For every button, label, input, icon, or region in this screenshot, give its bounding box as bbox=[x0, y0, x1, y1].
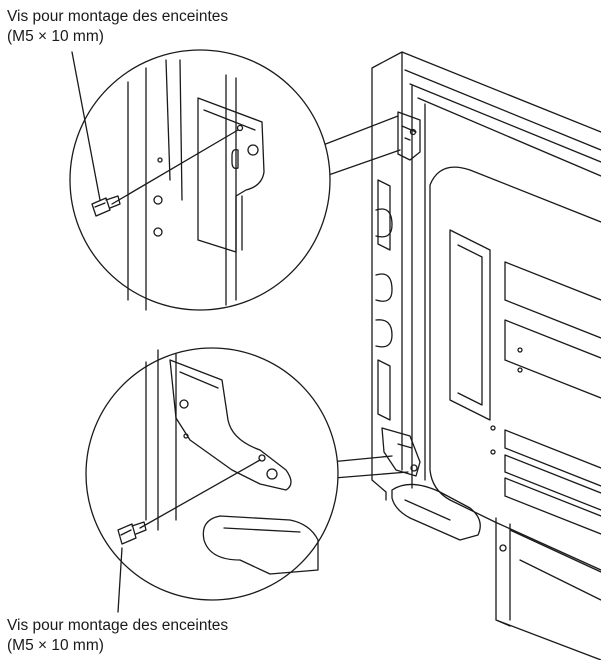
panel-rib bbox=[504, 454, 601, 511]
bracket-hole bbox=[153, 227, 163, 237]
frame-edge bbox=[165, 59, 183, 201]
screw-target-hole bbox=[236, 124, 244, 132]
stand-foot-hole bbox=[499, 544, 507, 552]
panel-bottom-bracket bbox=[381, 427, 421, 477]
panel-hole bbox=[490, 449, 496, 455]
callout-label-top: Vis pour montage des enceintes (M5 × 10 … bbox=[7, 7, 228, 47]
frame-edge bbox=[127, 67, 237, 311]
panel-inner-bezel bbox=[411, 85, 426, 489]
frame-edge bbox=[145, 349, 177, 531]
screw-icon bbox=[117, 521, 147, 545]
panel-frame bbox=[371, 51, 601, 501]
keyhole-top bbox=[247, 144, 259, 156]
callout-label-bottom-line2: (M5 × 10 mm) bbox=[7, 637, 104, 654]
zoom-leader-bottom bbox=[329, 455, 409, 479]
screw-target-hole bbox=[258, 454, 266, 462]
callout-pointer-top bbox=[71, 51, 101, 201]
bracket-hole bbox=[153, 195, 163, 205]
speaker-bracket-bottom bbox=[169, 359, 292, 491]
insertion-line bbox=[111, 129, 239, 205]
callout-label-top-line1: Vis pour montage des enceintes bbox=[7, 8, 229, 25]
panel-top-bracket bbox=[397, 111, 421, 161]
display-panel bbox=[371, 51, 601, 660]
bracket-hole bbox=[157, 157, 163, 163]
bracket-hole bbox=[179, 399, 189, 409]
panel-rear-recess bbox=[429, 166, 601, 571]
panel-side-slot bbox=[377, 179, 391, 421]
panel-top-bracket-hole bbox=[409, 128, 417, 136]
zoom-circle-top bbox=[69, 49, 331, 311]
callout-label-bottom: Vis pour montage des enceintes (M5 × 10 … bbox=[7, 616, 228, 656]
speaker-bracket-top bbox=[197, 97, 265, 253]
callout-label-bottom-line1: Vis pour montage des enceintes bbox=[7, 617, 229, 634]
panel-rib bbox=[504, 319, 601, 399]
zoom-bubble-top bbox=[69, 49, 331, 311]
screw-icon bbox=[91, 195, 121, 217]
panel-rib bbox=[504, 261, 601, 339]
insertion-line bbox=[139, 459, 261, 529]
panel-bottom-bracket-hole bbox=[410, 464, 418, 472]
panel-rib bbox=[504, 429, 601, 487]
panel-connector bbox=[375, 208, 393, 348]
bracket-hole bbox=[183, 433, 189, 439]
speaker-base bbox=[391, 483, 481, 541]
zoom-circle-bottom bbox=[85, 347, 339, 601]
panel-hole bbox=[517, 367, 523, 373]
panel-rib bbox=[504, 477, 601, 535]
panel-handle bbox=[449, 229, 491, 421]
keyhole-slot bbox=[231, 148, 239, 170]
callout-pointer-bottom bbox=[117, 547, 123, 613]
zoom-bubble-bottom bbox=[85, 347, 339, 601]
panel-hole bbox=[490, 425, 496, 431]
speaker-base-zoom bbox=[202, 515, 319, 575]
panel-top-rail bbox=[404, 69, 601, 177]
stand-foot bbox=[495, 517, 601, 660]
bracket-hole bbox=[266, 468, 278, 480]
callout-label-top-line2: (M5 × 10 mm) bbox=[7, 28, 104, 45]
panel-hole bbox=[517, 347, 523, 353]
